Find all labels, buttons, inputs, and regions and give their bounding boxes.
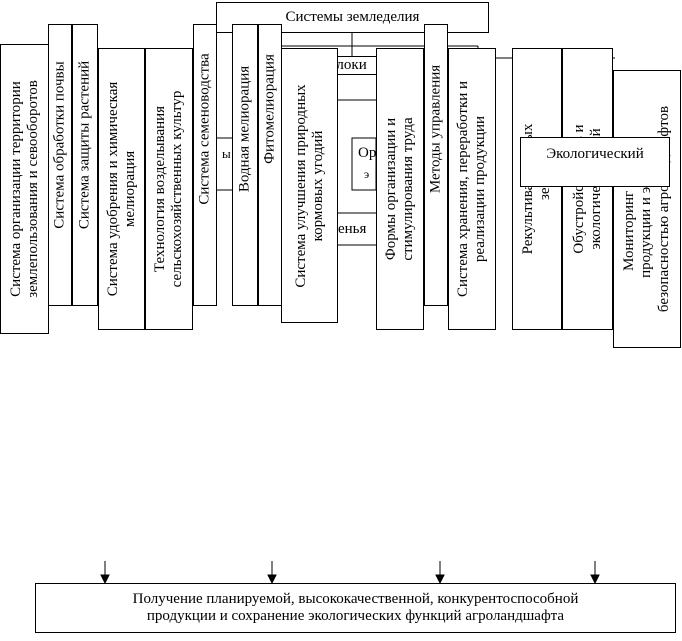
ecological-label: Экологический <box>546 146 644 162</box>
column-text: Водная мелиорация <box>236 65 253 192</box>
column-text: Методы управления <box>427 64 444 193</box>
result-box: Получение планируемой, высококачественно… <box>35 583 676 633</box>
column-seed-production: Система семеноводства <box>193 24 217 306</box>
column-text: Система семеноводства <box>196 52 213 205</box>
column-plant-protection: Система защиты растений <box>72 24 98 306</box>
ecological-block-box: Экологический <box>520 137 670 187</box>
hidden-text-fragment: венья <box>331 221 367 237</box>
result-text: Получение планируемой, высококачественно… <box>133 591 579 626</box>
column-management-methods: Методы управления <box>424 24 448 306</box>
column-water-melioration: Водная мелиорация <box>232 24 258 306</box>
column-text: Система обработки почвы <box>51 61 68 230</box>
hidden-text-fragment: э <box>364 167 370 181</box>
result-line-1: Получение планируемой, высококачественно… <box>132 590 579 607</box>
column-text: Система защиты растений <box>76 61 93 230</box>
column-text: Фитомелиорация <box>261 54 278 164</box>
result-line-2: продукции и сохранение экологических фун… <box>146 608 565 624</box>
hidden-text-fragment: ы <box>222 146 231 161</box>
column-soil-tillage: Система обработки почвы <box>48 24 72 306</box>
hidden-text-fragment: Ор <box>358 145 377 161</box>
column-phytomelioration: Фитомелиорация <box>258 24 282 306</box>
top-title: Системы земледелия <box>285 8 420 25</box>
